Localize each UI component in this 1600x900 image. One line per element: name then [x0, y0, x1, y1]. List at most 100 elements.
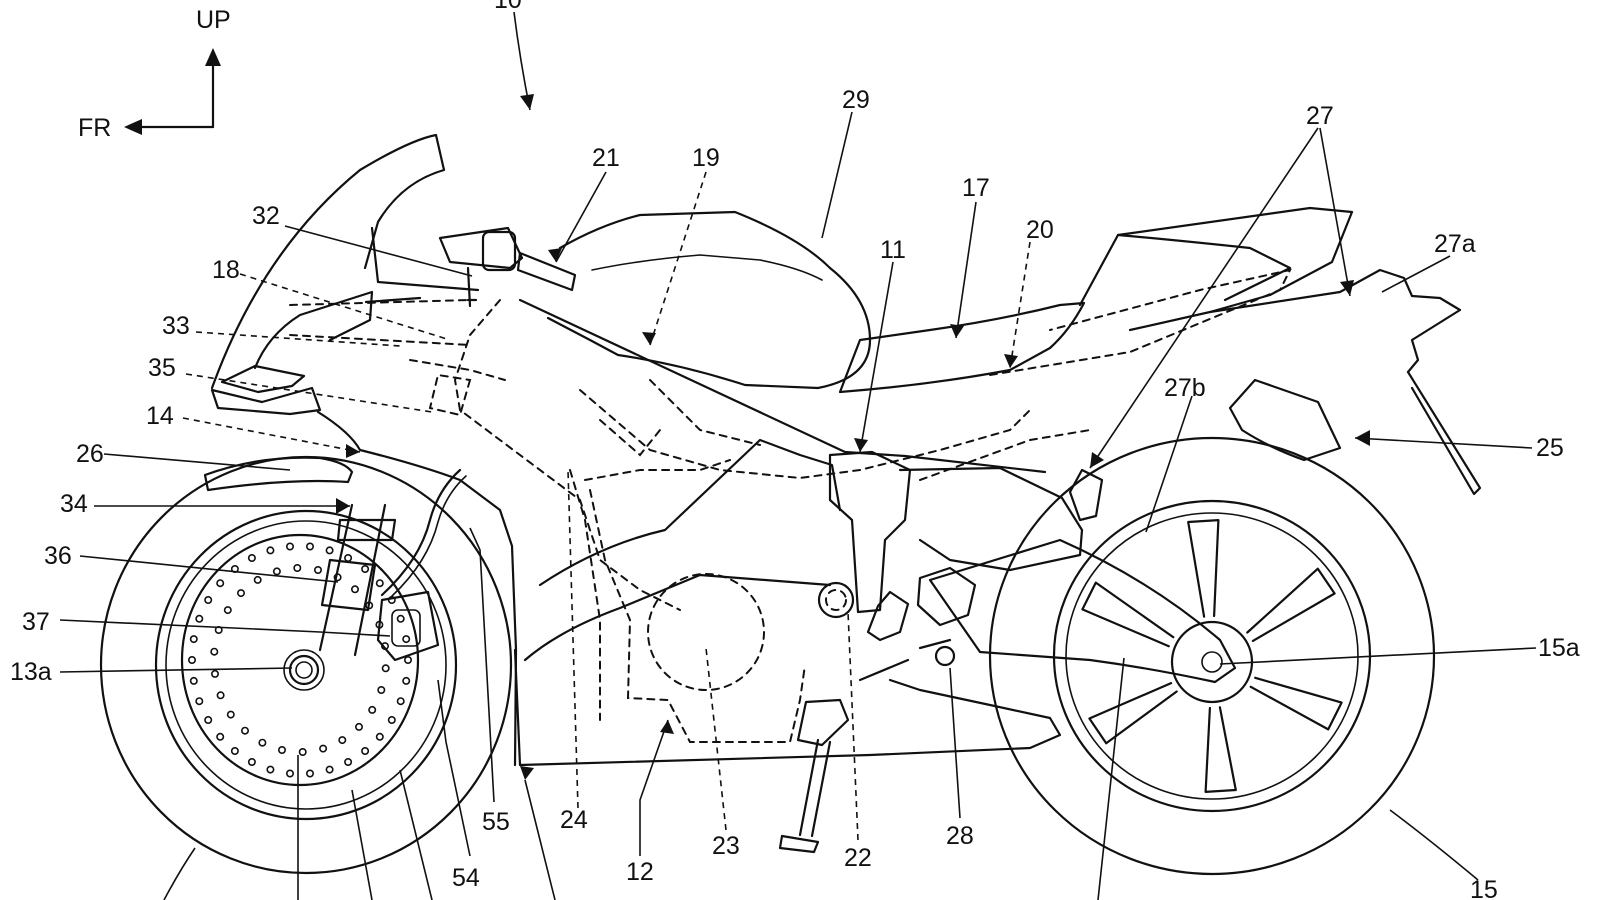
disc-hole — [217, 692, 223, 698]
leader-29 — [822, 112, 852, 238]
label-15a: 15a — [1538, 634, 1580, 662]
side-stand-leg — [800, 740, 830, 836]
frame-truss-lower — [585, 460, 730, 480]
leader-17 — [956, 202, 976, 338]
leader-15 — [1390, 810, 1478, 880]
footrest-bracket — [868, 592, 908, 640]
disc-hole — [362, 566, 368, 572]
disc-hole — [249, 555, 255, 561]
arrowhead-10-icon — [520, 94, 534, 110]
disc-hole — [307, 543, 313, 549]
arrowhead-27-second-icon — [1340, 280, 1354, 296]
fairing-side — [318, 412, 516, 765]
label-37: 37 — [22, 608, 50, 636]
leader-13a — [60, 668, 292, 672]
frame-hidden-19 — [455, 300, 680, 610]
disc-hole — [398, 616, 404, 622]
label-32: 32 — [252, 202, 280, 230]
label-25: 25 — [1536, 434, 1564, 462]
disc-hole — [403, 678, 409, 684]
disc-hole — [211, 649, 217, 655]
disc-hole — [267, 547, 273, 553]
disc-hole — [267, 766, 273, 772]
label-15: 15 — [1470, 876, 1498, 900]
disc-hole — [212, 671, 218, 677]
disc-hole — [377, 734, 383, 740]
disc-hole — [389, 717, 395, 723]
rear-rim — [1054, 501, 1370, 811]
rear-wheel-spoke — [1247, 569, 1334, 641]
side-stand-foot — [780, 836, 818, 852]
leader-12 — [640, 720, 668, 856]
disc-hole — [189, 657, 195, 663]
arrowhead-34-icon — [336, 498, 350, 514]
direction-front-label: FR — [78, 114, 111, 142]
leader-24 — [568, 470, 578, 808]
disc-hole — [205, 597, 211, 603]
disc-hole — [326, 766, 332, 772]
front-hub — [290, 656, 318, 684]
rear-mudguard — [1230, 380, 1340, 460]
disc-hole — [217, 580, 223, 586]
disc-hole — [205, 717, 211, 723]
windscreen — [212, 135, 444, 388]
label-18: 18 — [212, 256, 240, 284]
direction-indicator: UP FR — [78, 6, 231, 142]
disc-hole — [378, 687, 384, 693]
leader-23 — [706, 648, 726, 830]
front-rim-outer — [156, 511, 456, 819]
arrowhead-12-icon — [660, 720, 674, 734]
up-arrowhead-icon — [205, 48, 221, 66]
disc-hole — [259, 740, 265, 746]
disc-hole — [320, 745, 326, 751]
disc-hole — [326, 547, 332, 553]
leader-front-rim — [352, 790, 372, 900]
headlight-upper — [222, 366, 304, 392]
label-21: 21 — [592, 144, 620, 172]
footrest-pivot — [936, 647, 954, 665]
leader-20 — [1010, 242, 1030, 368]
swingarm-pivot-area — [900, 468, 1082, 570]
footpeg-pivot — [826, 590, 846, 610]
disc-hole — [274, 568, 280, 574]
label-20: 20 — [1026, 216, 1054, 244]
leader-32 — [285, 226, 472, 276]
rear-subframe-hidden — [990, 270, 1290, 375]
disc-hole — [191, 636, 197, 642]
front-axle — [296, 662, 312, 678]
disc-hole — [232, 748, 238, 754]
leader-15a — [1220, 648, 1536, 664]
label-27: 27 — [1306, 102, 1334, 130]
label-26: 26 — [76, 440, 104, 468]
rear-fender-27a — [1210, 270, 1460, 372]
leader-cowl-bottom — [525, 780, 555, 900]
disc-hole — [225, 607, 231, 613]
disc-hole — [279, 747, 285, 753]
footpeg-mount — [819, 583, 853, 617]
direction-up-label: UP — [196, 6, 231, 34]
label-36: 36 — [44, 542, 72, 570]
front-wheel — [101, 457, 511, 873]
label-24: 24 — [560, 806, 588, 834]
label-28: 28 — [946, 822, 974, 850]
disc-hole — [345, 759, 351, 765]
leader-front-tire — [400, 770, 432, 900]
disc-hole — [362, 748, 368, 754]
rear-wheel-spoke — [1082, 583, 1173, 647]
arrowhead-cowl-icon — [520, 766, 534, 780]
hidden-components — [290, 270, 1290, 742]
rear-shock-area — [918, 568, 975, 625]
label-12: 12 — [626, 858, 654, 886]
seat — [840, 303, 1084, 392]
license-bracket — [1408, 372, 1480, 494]
label-34: 34 — [60, 490, 88, 518]
side-stand-bracket — [798, 700, 848, 745]
rear-wheel-spoke — [1206, 707, 1236, 792]
disc-hole — [217, 734, 223, 740]
arrowhead-17-icon — [950, 324, 964, 338]
handlebar-clamp — [440, 228, 522, 268]
label-55: 55 — [482, 808, 510, 836]
disc-hole — [383, 665, 389, 671]
tank-contour — [592, 255, 822, 280]
